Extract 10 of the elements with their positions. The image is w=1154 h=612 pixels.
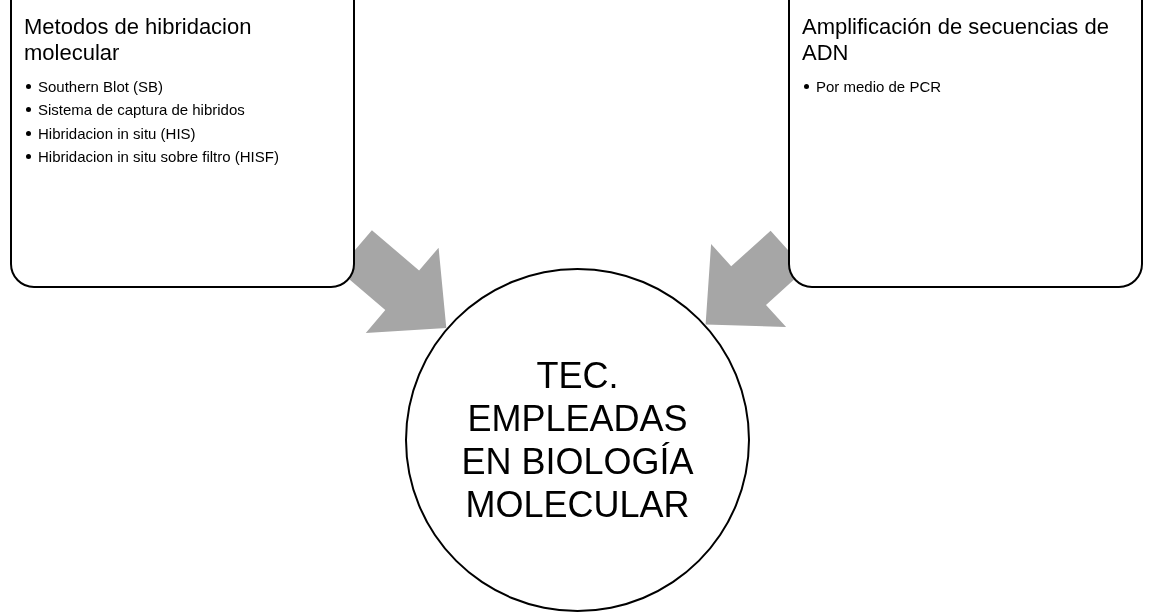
list-item: Hibridacion in situ (HIS) xyxy=(38,123,343,144)
list-item: Hibridacion in situ sobre filtro (HISF) xyxy=(38,147,343,167)
category-box xyxy=(788,0,1143,288)
box-heading: Metodos de hibridacion molecular xyxy=(24,14,253,67)
list-item: Sistema de captura de hibridos xyxy=(38,100,343,120)
list-item: Por medio de PCR xyxy=(816,76,1131,97)
box-heading: Amplificación de secuencias de ADN xyxy=(802,14,1110,67)
list-item: Southern Blot (SB) xyxy=(38,76,343,97)
node-title: TEC. EMPLEADAS EN BIOLOGÍA MOLECULAR xyxy=(460,353,695,527)
category-box xyxy=(10,0,355,288)
